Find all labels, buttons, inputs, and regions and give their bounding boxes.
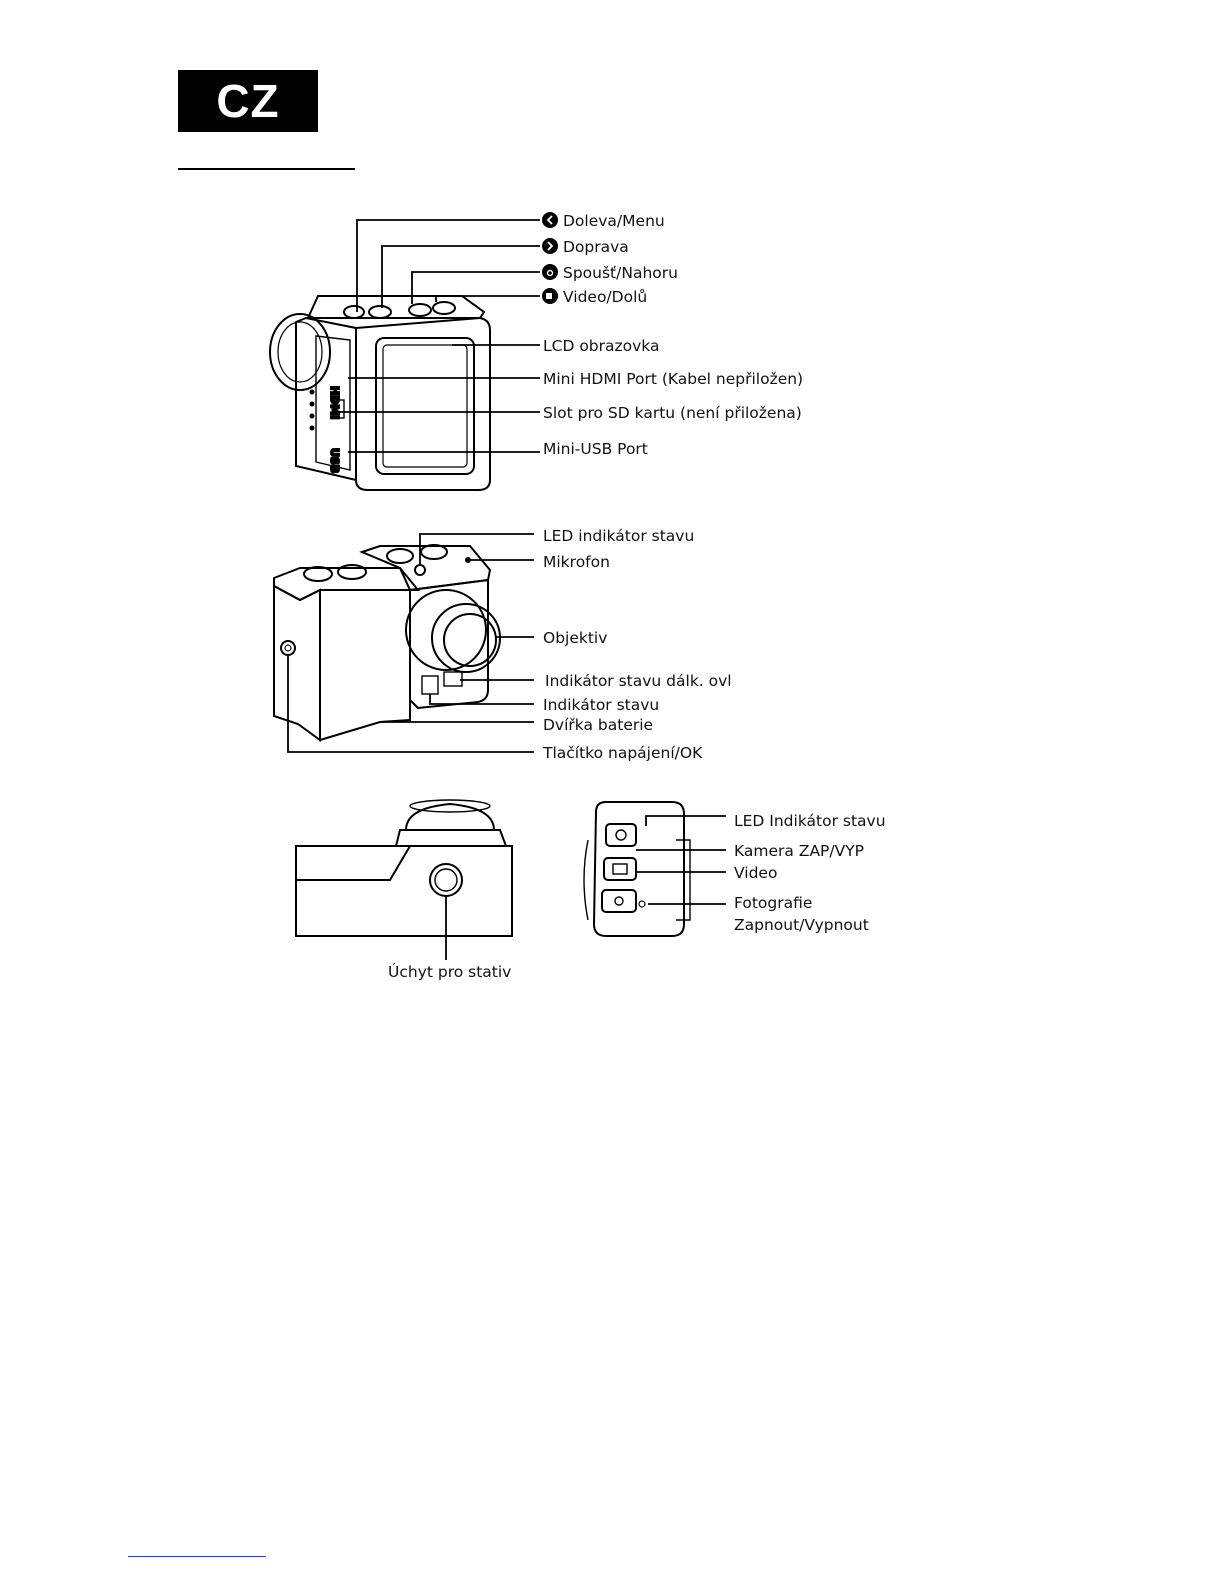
- label-tripod-mount: Úchyt pro stativ: [388, 962, 511, 981]
- title-underline: [178, 168, 355, 170]
- label-battery-door: Dvířka baterie: [543, 716, 653, 734]
- camera-front-view: [273, 544, 501, 742]
- label-shutter-up: Spoušť/Nahoru: [563, 264, 678, 282]
- usb-mark: USB: [328, 448, 341, 473]
- footer-rule: [128, 1556, 266, 1557]
- label-remote-led: LED Indikátor stavu: [734, 812, 886, 830]
- label-sd-slot: Slot pro SD kartu (není přiložena): [543, 404, 802, 422]
- label-microphone: Mikrofon: [543, 553, 610, 571]
- camera-rear-view: [269, 295, 491, 491]
- label-led-status: LED indikátor stavu: [543, 527, 694, 545]
- hdmi-mark: HDMI: [328, 386, 341, 419]
- label-usb: Mini-USB Port: [543, 440, 648, 458]
- language-badge: CZ: [178, 70, 318, 132]
- label-status-indicator: Indikátor stavu: [543, 696, 659, 714]
- label-on-off: Zapnout/Vypnout: [734, 916, 869, 934]
- label-video: Video: [734, 864, 777, 882]
- label-photo: Fotografie: [734, 894, 812, 912]
- remote-control: [583, 801, 691, 937]
- label-power-ok: Tlačítko napájení/OK: [542, 744, 703, 762]
- label-camera-on-off: Kamera ZAP/VYP: [734, 842, 864, 860]
- label-hdmi: Mini HDMI Port (Kabel nepřiložen): [543, 370, 803, 388]
- label-right: Doprava: [563, 238, 629, 256]
- label-lcd: LCD obrazovka: [543, 337, 660, 355]
- label-left-menu: Doleva/Menu: [563, 212, 665, 230]
- camera-bottom-view: [295, 799, 513, 937]
- label-lens: Objektiv: [543, 629, 607, 647]
- label-video-down: Video/Dolů: [563, 288, 647, 306]
- label-remote-indicator: Indikátor stavu dálk. ovl: [545, 672, 732, 690]
